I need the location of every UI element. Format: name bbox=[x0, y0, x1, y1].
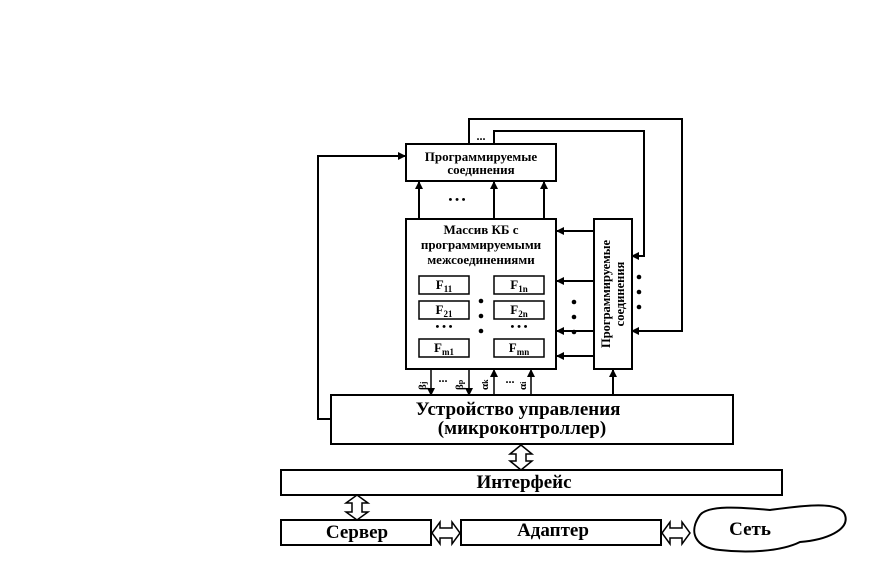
prog-connections-side-block: Программируемые соединения bbox=[593, 218, 633, 370]
ellipsis-col2: • • • bbox=[510, 321, 527, 333]
interface-server-bidirectional-arrow bbox=[343, 494, 371, 521]
cell-f21: F21 bbox=[418, 300, 470, 320]
server-block: Сервер bbox=[280, 519, 432, 546]
cell-fmn: Fmn bbox=[493, 338, 545, 358]
svg-text:F1n: F1n bbox=[510, 277, 527, 294]
svg-text:Fmn: Fmn bbox=[509, 340, 529, 357]
signal-ellipsis-beta: ... bbox=[439, 371, 448, 385]
cell-f2n: F2n bbox=[493, 300, 545, 320]
signal-lines bbox=[427, 369, 535, 396]
svg-text:F2n: F2n bbox=[510, 302, 527, 319]
signal-ellipsis-alpha: ... bbox=[506, 372, 515, 386]
controller-line2: (микроконтроллер) bbox=[438, 418, 606, 439]
cell-f1n: F1n bbox=[493, 275, 545, 295]
adapter-label: Адаптер bbox=[517, 520, 589, 541]
interface-label: Интерфейс bbox=[476, 472, 571, 493]
side-to-array-arrows bbox=[556, 227, 594, 360]
prog-side-line2: соединения bbox=[613, 261, 627, 326]
controller-to-prog-top-line bbox=[317, 152, 406, 420]
signal-beta-j: βj bbox=[417, 381, 429, 390]
cell-f11: F11 bbox=[418, 275, 470, 295]
array-title-line2: программируемыми bbox=[421, 237, 542, 252]
array-to-prog-top-arrows bbox=[415, 181, 548, 219]
server-adapter-bidirectional-arrow bbox=[431, 519, 461, 547]
network-label: Сеть bbox=[729, 519, 771, 540]
signal-beta-p: βp bbox=[454, 379, 466, 390]
adapter-block: Адаптер bbox=[460, 519, 662, 546]
svg-text:F21: F21 bbox=[436, 302, 453, 319]
array-title-line1: Массив КБ с bbox=[443, 222, 518, 237]
ellipsis-side-arrows bbox=[571, 299, 577, 335]
array-title-line3: межсоединениями bbox=[427, 252, 535, 267]
feedback-loop-lines bbox=[468, 118, 683, 335]
ellipsis-col1: • • • bbox=[435, 321, 452, 333]
svg-text:F11: F11 bbox=[436, 277, 453, 294]
ellipsis-vertical-mid bbox=[478, 298, 484, 334]
controller-interface-bidirectional-arrow bbox=[507, 444, 535, 471]
ellipsis-feedback-top: ... bbox=[477, 129, 486, 143]
server-label: Сервер bbox=[326, 522, 388, 543]
cell-array-block: Массив КБ с программируемыми межсоединен… bbox=[405, 218, 557, 370]
prog-top-line2: соединения bbox=[447, 162, 514, 177]
prog-connections-top-block: Программируемые соединения bbox=[405, 143, 557, 182]
ellipsis-top-arrows: • • • bbox=[448, 194, 465, 206]
network-cloud: Сеть bbox=[693, 504, 847, 553]
svg-text:Fm1: Fm1 bbox=[434, 340, 454, 357]
prog-side-line1: Программируемые bbox=[599, 240, 613, 349]
interface-block: Интерфейс bbox=[280, 469, 783, 496]
controller-line1: Устройство управления bbox=[416, 399, 621, 420]
signal-alpha-i: αi bbox=[517, 381, 529, 390]
ellipsis-feedback-side bbox=[636, 274, 642, 310]
adapter-network-bidirectional-arrow bbox=[661, 519, 691, 547]
signal-alpha-k: αk bbox=[479, 379, 491, 390]
cell-fm1: Fm1 bbox=[418, 338, 470, 358]
controller-block: Устройство управления (микроконтроллер) bbox=[330, 394, 734, 445]
prog-top-line1: Программируемые bbox=[425, 149, 538, 164]
